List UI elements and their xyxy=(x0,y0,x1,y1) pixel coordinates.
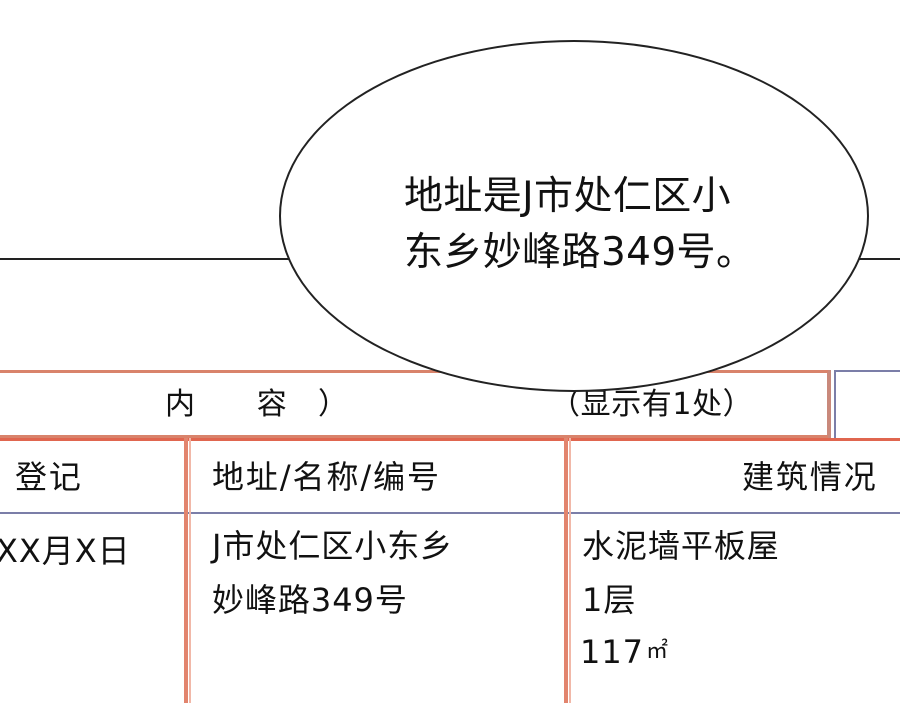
table-title-left-text: 内 容 ） xyxy=(165,387,349,422)
table-title-side-cell xyxy=(834,370,900,438)
registration-date: XX月X日 xyxy=(0,532,131,570)
column-divider-2-inner xyxy=(569,438,571,703)
building-area: 117㎡ xyxy=(580,636,669,668)
speech-bubble xyxy=(279,40,869,392)
speech-bubble-line-2: 东乡妙峰路349号。 xyxy=(404,230,756,275)
top-left-divider-line xyxy=(0,258,290,260)
table-title-row xyxy=(0,370,830,438)
column-divider-1-inner xyxy=(189,438,191,703)
header-cell-address xyxy=(186,438,566,514)
building-area-value: 117 xyxy=(580,633,644,671)
building-type: 水泥墙平板屋 xyxy=(582,527,780,565)
building-area-unit: ㎡ xyxy=(645,639,669,664)
address-line-1: J市处仁区小东乡 xyxy=(212,527,454,565)
header-registration: 登记 xyxy=(15,458,83,496)
column-divider-1 xyxy=(184,438,188,703)
registration-table: 内 容 ） （显示有1处） 登记 地址/名称/编号 建筑情况 XX月X日 J市处… xyxy=(0,370,900,703)
column-divider-2 xyxy=(564,438,568,703)
address-line-2: 妙峰路349号 xyxy=(212,581,408,619)
header-cell-building xyxy=(566,438,900,514)
header-address-name-number: 地址/名称/编号 xyxy=(212,458,441,496)
speech-bubble-line-1: 地址是J市处仁区小 xyxy=(404,174,732,219)
table-title-right-text: （显示有1处） xyxy=(550,387,754,422)
header-building-status: 建筑情况 xyxy=(742,458,878,496)
header-cell-registration xyxy=(0,438,186,514)
table-title-separator xyxy=(828,370,831,438)
building-floors: 1层 xyxy=(582,581,637,619)
top-right-divider-line xyxy=(858,258,900,260)
